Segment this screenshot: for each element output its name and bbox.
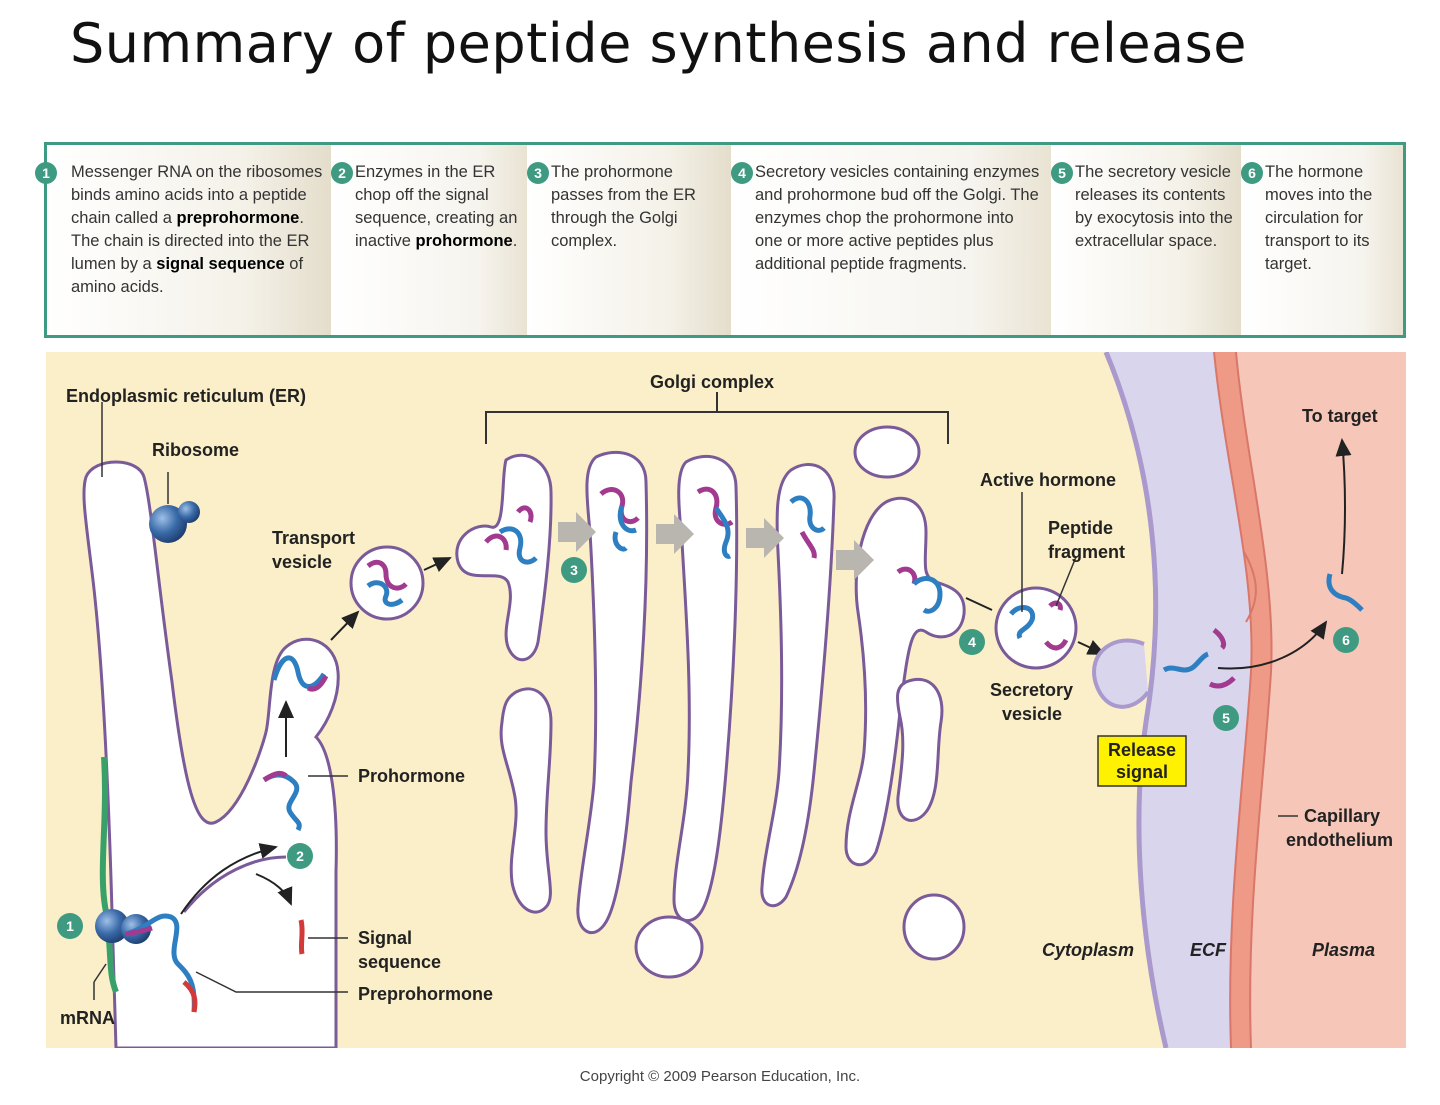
label-ecf: ECF xyxy=(1190,940,1227,960)
release-signal-box xyxy=(1097,735,1187,787)
golgi-bracket xyxy=(485,392,949,444)
svg-text:5: 5 xyxy=(1222,710,1230,726)
marker-4: 4 xyxy=(959,629,985,655)
label-plasma: Plasma xyxy=(1312,940,1375,960)
step-3: 3 The prohormone passes from the ER thro… xyxy=(527,145,731,335)
signal-sequence-fragment xyxy=(298,919,305,955)
step-1-text-b: . The chain is directed into the ER lume… xyxy=(71,209,310,273)
label-peptide-2: fragment xyxy=(1048,542,1125,562)
label-to-target: To target xyxy=(1302,406,1378,426)
plasma-region xyxy=(1236,352,1406,1048)
step-6-text: The hormone moves into the circulation f… xyxy=(1265,163,1373,273)
golgi-cisterna-4 xyxy=(760,463,836,908)
label-prohormone: Prohormone xyxy=(358,766,465,786)
label-signal-1: Signal xyxy=(358,928,412,948)
marker-1: 1 xyxy=(57,913,83,939)
step-4-badge: 4 xyxy=(731,162,753,184)
label-capillary-2: endothelium xyxy=(1286,830,1393,850)
svg-text:1: 1 xyxy=(66,918,74,934)
hormone-in-plasma xyxy=(1326,573,1364,612)
label-release-2: signal xyxy=(1116,762,1168,782)
page-title: Summary of peptide synthesis and release xyxy=(70,12,1247,75)
svg-text:2: 2 xyxy=(296,848,304,864)
step-2-badge: 2 xyxy=(331,162,353,184)
golgi-cisterna-3 xyxy=(672,454,739,923)
golgi-cisterna-2 xyxy=(576,450,649,935)
label-er: Endoplasmic reticulum (ER) xyxy=(66,386,306,406)
step-4: 4 Secretory vesicles containing enzymes … xyxy=(731,145,1051,335)
secretory-vesicle xyxy=(994,586,1078,670)
preprohormone-chain xyxy=(125,913,197,1013)
step-5: 5 The secretory vesicle releases its con… xyxy=(1051,145,1241,335)
marker-2: 2 xyxy=(287,843,313,869)
label-release-1: Release xyxy=(1108,740,1176,760)
copyright: Copyright © 2009 Pearson Education, Inc. xyxy=(579,1068,861,1085)
marker-6: 6 xyxy=(1333,627,1359,653)
label-capillary-1: Capillary xyxy=(1304,806,1380,826)
step-1-badge: 1 xyxy=(35,162,57,184)
step-2-text-b: . xyxy=(512,232,518,250)
ribosome-icon xyxy=(149,501,200,543)
step-2: 2 Enzymes in the ER chop off the signal … xyxy=(331,145,527,335)
label-cytoplasm: Cytoplasm xyxy=(1042,940,1134,960)
step-1-text-a: Messenger RNA on the ribosomes binds ami… xyxy=(71,163,323,227)
marker-3: 3 xyxy=(561,557,587,583)
step-3-badge: 3 xyxy=(527,162,549,184)
mrna-strand xyxy=(99,756,119,994)
svg-text:6: 6 xyxy=(1342,632,1350,648)
label-peptide-1: Peptide xyxy=(1048,518,1113,538)
step-3-text: The prohormone passes from the ER throug… xyxy=(551,163,696,250)
marker-5: 5 xyxy=(1213,705,1239,731)
label-active-hormone: Active hormone xyxy=(980,470,1116,490)
step-6-badge: 6 xyxy=(1241,162,1263,184)
step-1-term-preprohormone: preprohormone xyxy=(176,209,300,227)
synthesis-diagram: Endoplasmic reticulum (ER) Ribosome Tran… xyxy=(46,352,1406,1048)
step-6: 6 The hormone moves into the circulation… xyxy=(1241,145,1403,335)
step-1-text-c: of amino acids. xyxy=(71,255,304,296)
step-1-term-signal-sequence: signal sequence xyxy=(156,255,285,273)
cell-membrane xyxy=(1103,352,1169,1048)
step-1: 1 Messenger RNA on the ribosomes binds a… xyxy=(35,145,331,335)
label-mrna: mRNA xyxy=(60,1008,115,1028)
endoplasmic-reticulum xyxy=(82,460,340,1048)
steps-panel: 1 Messenger RNA on the ribosomes binds a… xyxy=(35,142,1406,338)
label-secretory-1: Secretory xyxy=(990,680,1073,700)
step-2-text-a: Enzymes in the ER chop off the signal se… xyxy=(355,163,518,250)
label-secretory-2: vesicle xyxy=(1002,704,1062,724)
step-5-badge: 5 xyxy=(1051,162,1073,184)
label-ribosome: Ribosome xyxy=(152,440,239,460)
label-preprohormone: Preprohormone xyxy=(358,984,493,1004)
step-2-term-prohormone: prohormone xyxy=(415,232,513,250)
label-golgi: Golgi complex xyxy=(650,372,774,392)
exocytosis-vesicle xyxy=(1092,638,1150,709)
label-transport-2: vesicle xyxy=(272,552,332,572)
svg-text:4: 4 xyxy=(968,634,976,650)
step-4-text: Secretory vesicles containing enzymes an… xyxy=(755,163,1040,273)
label-transport-1: Transport xyxy=(272,528,355,548)
svg-text:3: 3 xyxy=(570,562,578,578)
label-signal-2: sequence xyxy=(358,952,441,972)
step-5-text: The secretory vesicle releases its conte… xyxy=(1075,163,1233,250)
